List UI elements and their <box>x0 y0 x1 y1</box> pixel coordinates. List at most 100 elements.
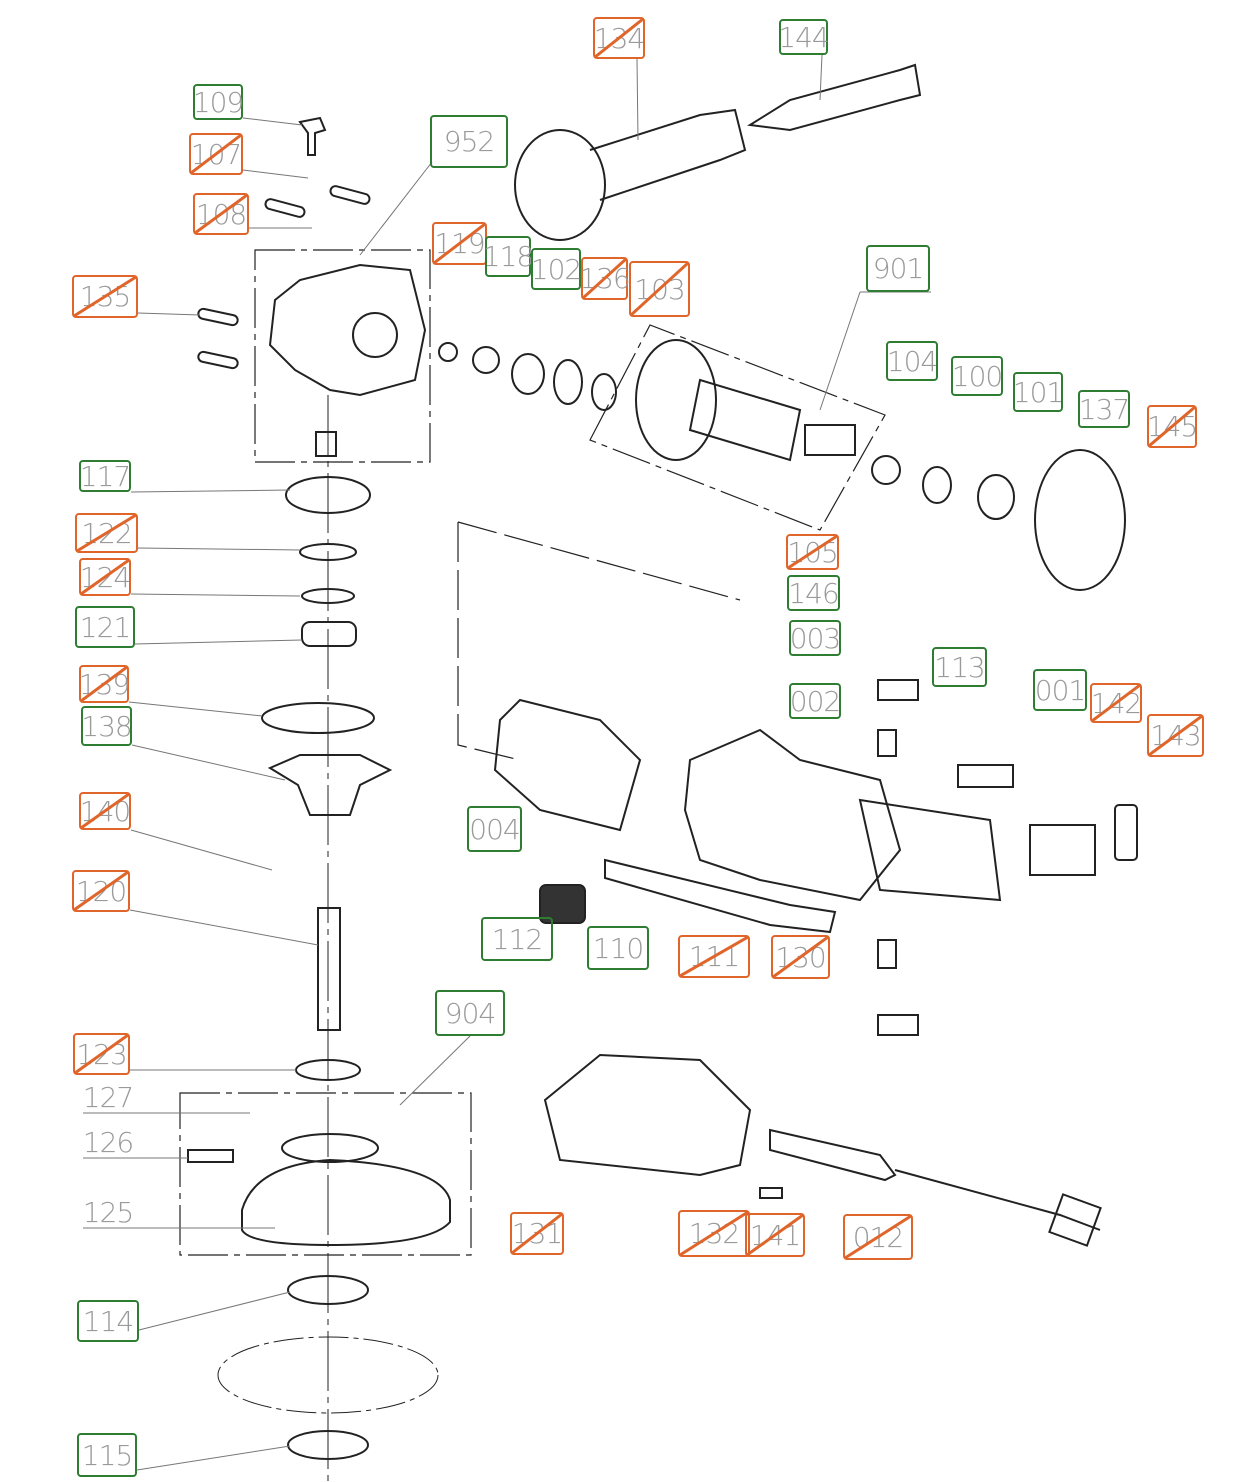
part-number-text: 110 <box>592 931 644 965</box>
grinding-disc-outline <box>217 1336 439 1414</box>
cable-clamp-screw-part <box>759 1187 783 1199</box>
side-handle-part <box>589 108 747 201</box>
part-number-text: 004 <box>469 812 520 846</box>
screw-part <box>329 185 371 205</box>
part-label-101: 101 <box>1013 372 1064 412</box>
part-number-text: 102 <box>530 252 582 286</box>
part-number-text: 103 <box>634 272 685 306</box>
part-label-103: 103 <box>629 261 690 317</box>
part-number-text: 132 <box>688 1217 740 1250</box>
wheel-guard-part <box>241 1158 451 1247</box>
bearing-part <box>922 466 952 504</box>
part-label-120: 120 <box>72 870 130 912</box>
power-cable-part <box>894 1169 1101 1231</box>
bushing-part <box>472 346 500 374</box>
commutator-part <box>804 424 856 456</box>
switch-part <box>1029 824 1096 876</box>
part-label-124: 124 <box>79 558 131 596</box>
carbon-brush-part <box>877 939 897 969</box>
part-label-130: 130 <box>771 935 830 979</box>
part-number-text: 138 <box>81 709 132 743</box>
bearing-plate-part <box>267 754 393 816</box>
part-label-104: 104 <box>886 341 938 381</box>
part-number-text: 115 <box>81 1438 133 1472</box>
motor-cover-part <box>1034 449 1126 591</box>
handle-bracket-part <box>747 63 922 132</box>
part-label-904: 904 <box>435 990 505 1036</box>
gear-housing-group-frame <box>254 249 431 463</box>
part-label-952: 952 <box>430 115 508 168</box>
part-label-127: 127 <box>82 1080 134 1114</box>
part-number-text: 146 <box>788 576 839 610</box>
brush-holder-part <box>858 798 1002 902</box>
part-number-text: 135 <box>79 280 131 313</box>
part-number-text: 012 <box>852 1220 904 1254</box>
stator-group-frame-top <box>457 521 741 601</box>
part-number-text: 123 <box>76 1037 127 1071</box>
part-label-144: 144 <box>778 19 830 55</box>
part-number-text: 137 <box>1078 392 1130 426</box>
part-label-108: 108 <box>193 193 249 235</box>
part-label-111: 111 <box>678 935 750 978</box>
part-number-text: 952 <box>443 125 495 158</box>
part-label-113: 113 <box>932 647 987 687</box>
part-number-text: 105 <box>787 535 838 569</box>
part-label-107: 107 <box>189 133 243 175</box>
part-number-text: 113 <box>934 650 985 684</box>
stator-group-frame <box>457 522 521 761</box>
part-label-123: 123 <box>73 1033 130 1075</box>
part-label-003: 003 <box>789 620 841 656</box>
part-number-text: 003 <box>789 621 841 655</box>
part-label-901: 901 <box>866 245 930 292</box>
part-number-text: 001 <box>1034 673 1086 707</box>
part-label-125: 125 <box>83 1195 134 1229</box>
part-number-text: 100 <box>951 359 1003 393</box>
part-label-105: 105 <box>786 534 839 570</box>
screw-part <box>197 350 239 370</box>
part-number-text: 141 <box>749 1218 801 1252</box>
switch-rod-part <box>604 858 837 934</box>
part-label-114: 114 <box>77 1300 139 1342</box>
circlip-part <box>299 543 357 561</box>
part-number-text: 119 <box>434 227 485 260</box>
part-label-004: 004 <box>467 806 522 852</box>
part-label-115: 115 <box>77 1433 137 1477</box>
leader-lines <box>83 54 931 1471</box>
part-number-text: 127 <box>82 1080 134 1114</box>
bearing-part <box>301 621 357 647</box>
rear-handle-cover-part <box>543 1053 752 1177</box>
part-number-text: 111 <box>688 940 740 973</box>
part-label-138: 138 <box>81 706 133 746</box>
bearing-part <box>511 353 545 395</box>
part-label-121: 121 <box>75 606 135 648</box>
plug-part <box>1048 1193 1102 1247</box>
ring-part <box>301 588 355 604</box>
part-label-143: 143 <box>1147 714 1204 757</box>
part-label-142: 142 <box>1090 683 1142 723</box>
part-number-text: 104 <box>886 344 938 378</box>
guard-clamp-part <box>281 1133 379 1163</box>
part-number-text: 126 <box>82 1125 134 1159</box>
screw-part <box>197 307 239 327</box>
motor-housing-part <box>683 728 902 902</box>
outer-nut-part <box>287 1430 369 1460</box>
bearing-holder-part <box>977 474 1015 520</box>
part-number-text: 134 <box>593 21 645 55</box>
part-number-text: 109 <box>192 85 244 119</box>
part-label-109: 109 <box>192 84 244 120</box>
washer-part <box>871 455 901 485</box>
part-label-102: 102 <box>530 248 582 290</box>
part-label-145: 145 <box>1147 405 1198 448</box>
part-number-text: 130 <box>775 940 826 974</box>
stator-part <box>493 698 642 832</box>
cable-sleeve-part <box>769 1128 897 1182</box>
part-number-text: 142 <box>1090 686 1142 720</box>
armature-core-part <box>688 378 802 462</box>
guard-group-frame <box>179 1092 472 1256</box>
part-label-119: 119 <box>432 222 487 265</box>
part-label-002: 002 <box>789 683 841 719</box>
part-number-text: 121 <box>79 610 131 644</box>
part-label-012: 012 <box>843 1214 913 1260</box>
part-number-text: 108 <box>195 197 247 231</box>
